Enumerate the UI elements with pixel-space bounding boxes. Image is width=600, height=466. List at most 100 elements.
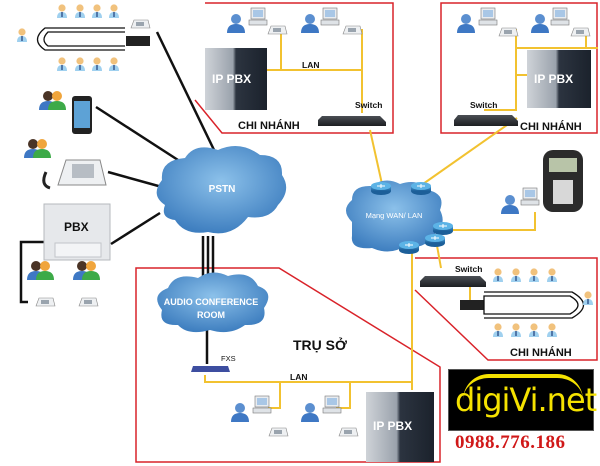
user-icon — [301, 403, 319, 422]
user-icon — [531, 14, 549, 33]
switch-icon — [420, 276, 486, 287]
person-icon — [109, 4, 119, 18]
computer-icon — [252, 395, 272, 414]
person-icon — [529, 323, 539, 337]
computer-icon — [478, 7, 498, 26]
branch-top-left: IP PBX LAN Switch CHI NHÁNH — [205, 7, 386, 132]
conference-unit-icon — [460, 300, 484, 310]
conference-room-left — [17, 4, 151, 71]
logo-arc-decoration — [463, 374, 583, 400]
switch-label: Switch — [355, 100, 382, 110]
branch-top-left-border — [194, 2, 394, 134]
computer-icon — [550, 7, 570, 26]
ip-pbx-icon — [527, 50, 591, 108]
wan-label: Mạng WAN/ LAN — [366, 211, 423, 220]
brand-logo: digiVi.net — [448, 369, 597, 431]
desk-phone-icon — [498, 27, 519, 37]
person-icon — [511, 268, 521, 282]
wan-cloud: Mạng WAN/ LAN — [346, 180, 454, 255]
router-icon — [432, 221, 454, 236]
audio-conference-label-1: AUDIO CONFERENCE — [164, 297, 259, 307]
branch-title: CHI NHÁNH — [520, 120, 582, 133]
link-pbx-pstn — [110, 211, 161, 246]
ip-pbx-icon — [366, 392, 434, 462]
fxs-gateway-icon — [191, 366, 230, 372]
desk-phone-icon — [35, 297, 56, 307]
pstn-cloud: PSTN — [156, 146, 287, 234]
logo-text: digiVi.net — [455, 381, 597, 419]
branch-top-right-border — [440, 2, 598, 134]
desk-phone-large-icon — [42, 159, 107, 190]
person-icon — [109, 57, 119, 71]
ip-pbx-label: IP PBX — [534, 72, 573, 86]
legacy-pbx: PBX — [43, 203, 111, 261]
switch-label: Switch — [455, 264, 482, 274]
branch-bottom-right-border — [414, 257, 598, 361]
users-icon — [27, 261, 54, 280]
ip-pbx-icon — [205, 48, 267, 110]
hotline-number: 0988.776.186 — [455, 432, 566, 453]
pstn-links — [19, 31, 217, 364]
user-icon — [301, 14, 319, 33]
desk-phone-icon — [570, 27, 591, 37]
users-icon — [73, 261, 100, 280]
headquarters-border — [135, 267, 441, 463]
ip-pbx-label: IP PBX — [373, 419, 412, 433]
lan-label: LAN — [290, 372, 307, 382]
branch-title: CHI NHÁNH — [510, 346, 572, 359]
pstn-label: PSTN — [209, 184, 236, 195]
mobile-phone-icon — [72, 96, 92, 134]
person-icon — [547, 268, 557, 282]
computer-icon — [322, 395, 342, 414]
ip-pbx-label: IP PBX — [212, 72, 251, 86]
pbx-label: PBX — [64, 220, 89, 234]
link-pbx-phones — [19, 240, 44, 304]
person-icon — [92, 4, 102, 18]
person-icon — [75, 57, 85, 71]
desk-phone-icon — [267, 25, 288, 35]
desk-phone-icon — [338, 427, 359, 437]
router-icon — [370, 181, 392, 196]
person-icon — [92, 57, 102, 71]
desk-phone-icon — [78, 297, 99, 307]
switch-icon — [318, 116, 386, 126]
router-icon — [424, 233, 446, 248]
chairperson-icon — [17, 28, 27, 42]
switch-icon — [454, 115, 518, 126]
conference-unit-icon — [126, 36, 150, 46]
computer-icon — [320, 7, 340, 26]
audio-conference-room: AUDIO CONFERENCE ROOM — [157, 272, 269, 333]
computer-icon — [520, 187, 540, 206]
user-icon — [457, 14, 475, 33]
fxs-label: FXS — [221, 354, 236, 363]
person-icon — [75, 4, 85, 18]
person-icon — [57, 4, 67, 18]
conference-table — [36, 27, 125, 51]
switch-label: Switch — [470, 100, 497, 110]
audio-conference-label-2: ROOM — [197, 310, 225, 320]
person-icon — [493, 268, 503, 282]
user-icon — [231, 403, 249, 422]
headquarters: FXS TRỤ SỞ LAN IP PBX — [191, 336, 434, 462]
person-icon — [493, 323, 503, 337]
chairperson-icon — [583, 291, 593, 305]
link-mobile-pstn — [95, 105, 179, 162]
users-icon — [39, 91, 66, 110]
users-icon — [24, 139, 51, 158]
remote-ip-phone-station — [501, 150, 583, 214]
computer-icon — [248, 7, 268, 26]
branch-title: CHI NHÁNH — [238, 119, 300, 132]
person-icon — [511, 323, 521, 337]
conference-table — [483, 295, 579, 315]
link-conference-pstn — [155, 31, 217, 153]
router-icon — [398, 240, 420, 255]
branch-top-right: IP PBX Switch CHI NHÁNH — [454, 7, 591, 133]
headquarters-title: TRỤ SỞ — [293, 336, 347, 353]
person-icon — [547, 323, 557, 337]
lan-label: LAN — [302, 60, 319, 70]
user-icon — [501, 195, 519, 214]
router-icon — [410, 181, 432, 196]
desk-phone-icon — [342, 25, 363, 35]
person-icon — [57, 57, 67, 71]
